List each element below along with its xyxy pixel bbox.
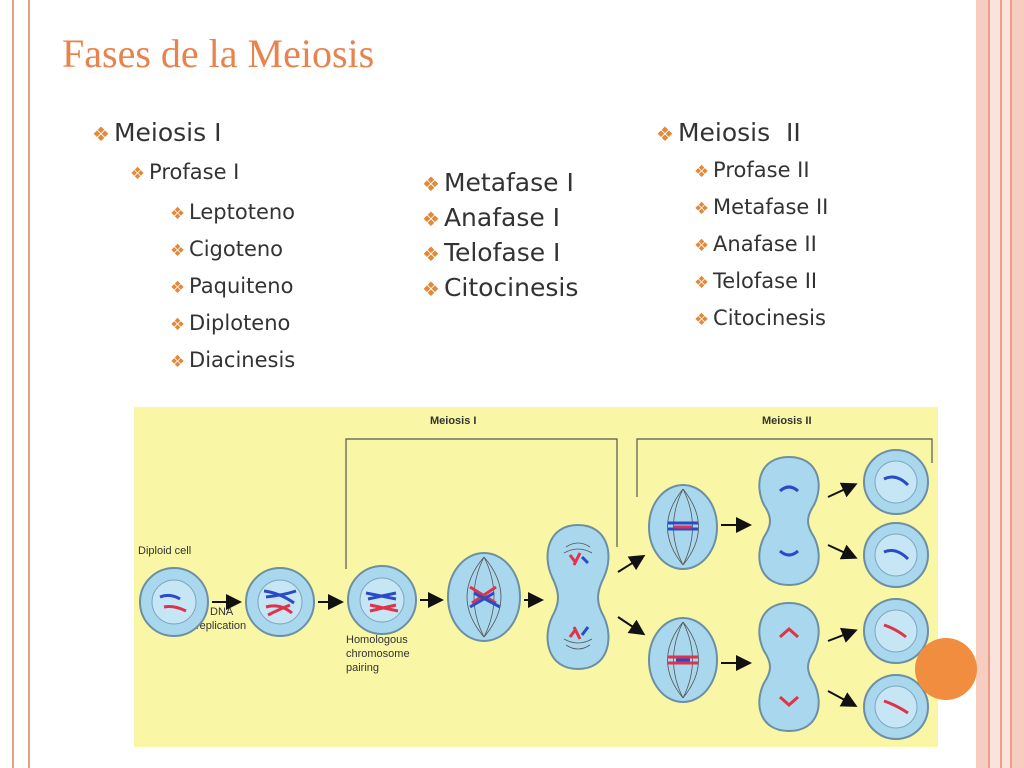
homologous-label-1: Homologous — [346, 634, 408, 646]
left-frame-border — [12, 0, 30, 768]
diamond-bullet-icon: ❖ — [694, 235, 710, 255]
meiosis-2-list: ❖Meiosis II ❖Profase II ❖Metafase II ❖An… — [656, 118, 828, 343]
diamond-bullet-icon: ❖ — [656, 122, 674, 146]
list-item: ❖Anafase I — [422, 203, 561, 232]
daughter-cell-3 — [863, 598, 929, 664]
list-item: ❖Anafase II — [694, 232, 817, 256]
list-item: ❖Telofase II — [694, 269, 818, 293]
diamond-bullet-icon: ❖ — [422, 242, 440, 266]
diamond-bullet-icon: ❖ — [422, 207, 440, 231]
metaphase-1-cell — [447, 552, 521, 642]
arrow-icon — [617, 554, 646, 573]
metaphase-2-cell-bottom — [648, 617, 718, 703]
meiosis-1-heading: ❖Meiosis I — [92, 118, 222, 147]
diamond-bullet-icon: ❖ — [130, 163, 146, 183]
arrow-icon — [827, 544, 858, 560]
diamond-bullet-icon: ❖ — [170, 203, 186, 223]
dna-replication-label-2: replication — [196, 620, 246, 632]
diamond-bullet-icon: ❖ — [422, 172, 440, 196]
telophase-1-cell — [546, 523, 610, 671]
meiosis-1-bracket — [345, 438, 618, 569]
meiosis-2-label: Meiosis II — [762, 415, 812, 427]
list-item: ❖Telofase I — [422, 238, 561, 267]
daughter-cell-2 — [863, 522, 929, 588]
process-arrows — [212, 482, 858, 707]
replicated-cell — [245, 567, 315, 637]
diamond-bullet-icon: ❖ — [694, 272, 710, 292]
dna-replication-label-1: DNA — [210, 606, 234, 618]
meiosis-1-label: Meiosis I — [430, 415, 476, 427]
diploid-cell — [139, 567, 209, 637]
telophase-2-cell-bottom — [758, 601, 820, 733]
daughter-cell-4 — [863, 674, 929, 740]
diamond-bullet-icon: ❖ — [170, 314, 186, 334]
right-frame-line — [1000, 0, 1002, 768]
diamond-bullet-icon: ❖ — [92, 122, 110, 146]
diamond-bullet-icon: ❖ — [170, 351, 186, 371]
list-item: ❖Citocinesis — [422, 273, 579, 302]
diamond-bullet-icon: ❖ — [694, 309, 710, 329]
list-item: ❖Metafase I — [422, 168, 574, 197]
metaphase-2-cell-top — [648, 484, 718, 570]
arrow-icon — [827, 690, 858, 707]
diamond-bullet-icon: ❖ — [170, 277, 186, 297]
list-item: ❖Citocinesis — [694, 306, 826, 330]
slide-title: Fases de la Meiosis — [62, 31, 375, 76]
list-item: ❖Profase II — [694, 158, 810, 182]
meiosis-2-heading: ❖Meiosis II — [656, 118, 801, 147]
meiosis-diagram: Meiosis I Meiosis II Diploid cell DNA re… — [134, 407, 938, 747]
arrow-icon — [617, 616, 646, 636]
meiosis-1-phases-list: ❖Metafase I ❖Anafase I ❖Telofase I ❖Cito… — [422, 168, 578, 308]
homologous-label-3: pairing — [346, 662, 379, 674]
telophase-2-cell-top — [758, 455, 820, 587]
profase-1-item: ❖Profase I — [130, 160, 240, 184]
arrow-icon — [827, 482, 858, 498]
diamond-bullet-icon: ❖ — [694, 198, 710, 218]
list-item: ❖Cigoteno — [170, 237, 284, 261]
list-item: ❖Metafase II — [694, 195, 829, 219]
meiosis-2-bracket — [636, 438, 933, 497]
meiosis-1-list: ❖Meiosis I ❖Profase I ❖Leptoteno ❖Cigote… — [92, 118, 295, 385]
list-item: ❖Leptoteno — [170, 200, 296, 224]
list-item: ❖Diacinesis — [170, 348, 296, 372]
diamond-bullet-icon: ❖ — [422, 277, 440, 301]
homologous-label-2: chromosome — [346, 648, 410, 660]
homologous-pairing-cell — [347, 565, 417, 635]
diploid-cell-label: Diploid cell — [138, 545, 191, 557]
arrow-icon — [827, 627, 858, 643]
diamond-bullet-icon: ❖ — [170, 240, 186, 260]
list-item: ❖Paquiteno — [170, 274, 294, 298]
daughter-cell-1 — [863, 449, 929, 515]
list-item: ❖Diploteno — [170, 311, 291, 335]
decorative-circle — [915, 638, 977, 700]
diamond-bullet-icon: ❖ — [694, 161, 710, 181]
